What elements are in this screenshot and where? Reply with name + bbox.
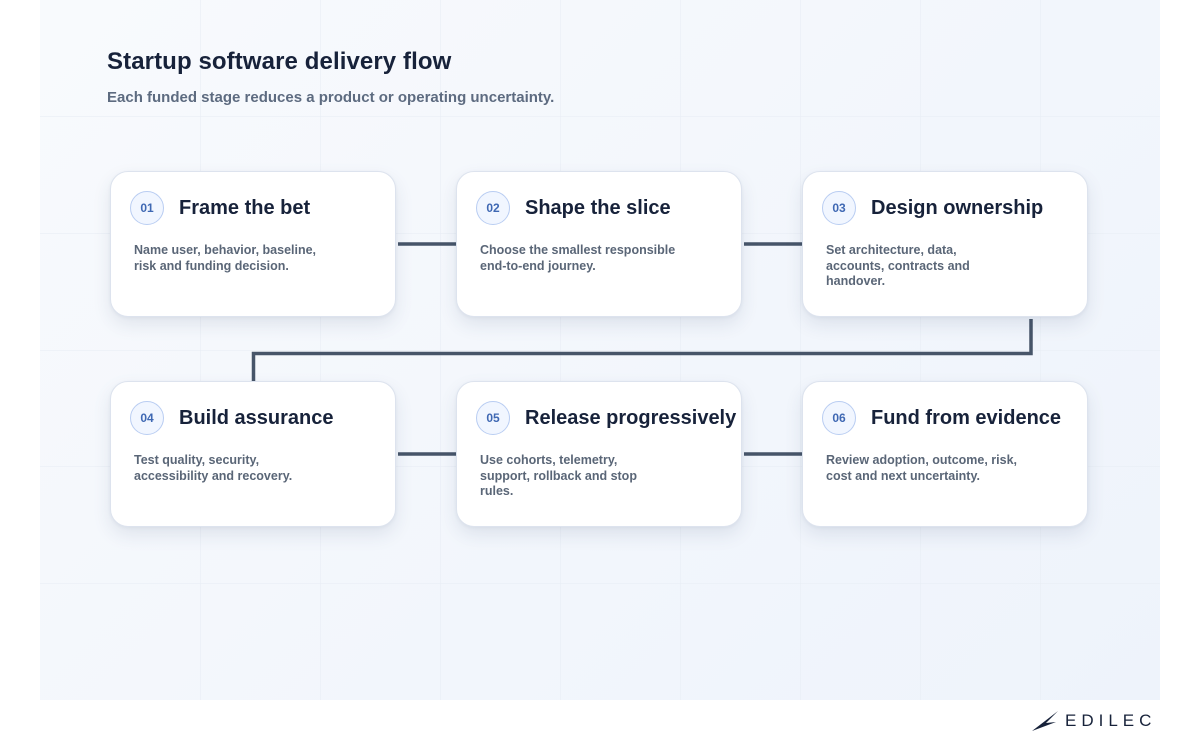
edilec-logo: EDILEC [1031, 710, 1156, 732]
step-description: Test quality, security, accessibility an… [134, 453, 293, 483]
step-card-01: 01 Frame the bet Name user, behavior, ba… [110, 171, 396, 317]
step-description: Set architecture, data, accounts, contra… [826, 243, 970, 288]
step-number-badge: 04 [130, 401, 164, 435]
step-card-02: 02 Shape the slice Choose the smallest r… [456, 171, 742, 317]
step-description: Choose the smallest responsible end-to-e… [480, 243, 676, 273]
step-number-badge: 03 [822, 191, 856, 225]
grid-line [40, 116, 1160, 117]
step-card-06: 06 Fund from evidence Review adoption, o… [802, 381, 1088, 527]
step-title: Release progressively [525, 407, 737, 429]
step-title: Build assurance [179, 407, 334, 429]
grid-line [40, 350, 1160, 351]
step-card-03: 03 Design ownership Set architecture, da… [802, 171, 1088, 317]
edilec-wing-icon [1032, 711, 1058, 731]
step-number-badge: 06 [822, 401, 856, 435]
step-description: Name user, behavior, baseline, risk and … [134, 243, 317, 273]
diagram-subtitle: Each funded stage reduces a product or o… [107, 89, 555, 106]
step-number-badge: 05 [476, 401, 510, 435]
step-card-05: 05 Release progressively Use cohorts, te… [456, 381, 742, 527]
step-title: Design ownership [871, 197, 1044, 219]
grid-line [40, 583, 1160, 584]
step-card-04: 04 Build assurance Test quality, securit… [110, 381, 396, 527]
step-description: Use cohorts, telemetry, support, rollbac… [480, 453, 637, 498]
step-title: Fund from evidence [871, 407, 1062, 429]
logo-wordmark: EDILEC [1065, 711, 1157, 730]
step-number-badge: 01 [130, 191, 164, 225]
step-number-badge: 02 [476, 191, 510, 225]
step-description: Review adoption, outcome, risk, cost and… [826, 453, 1018, 483]
step-title: Frame the bet [179, 197, 311, 219]
step-title: Shape the slice [525, 197, 671, 219]
diagram-title: Startup software delivery flow [107, 48, 452, 75]
